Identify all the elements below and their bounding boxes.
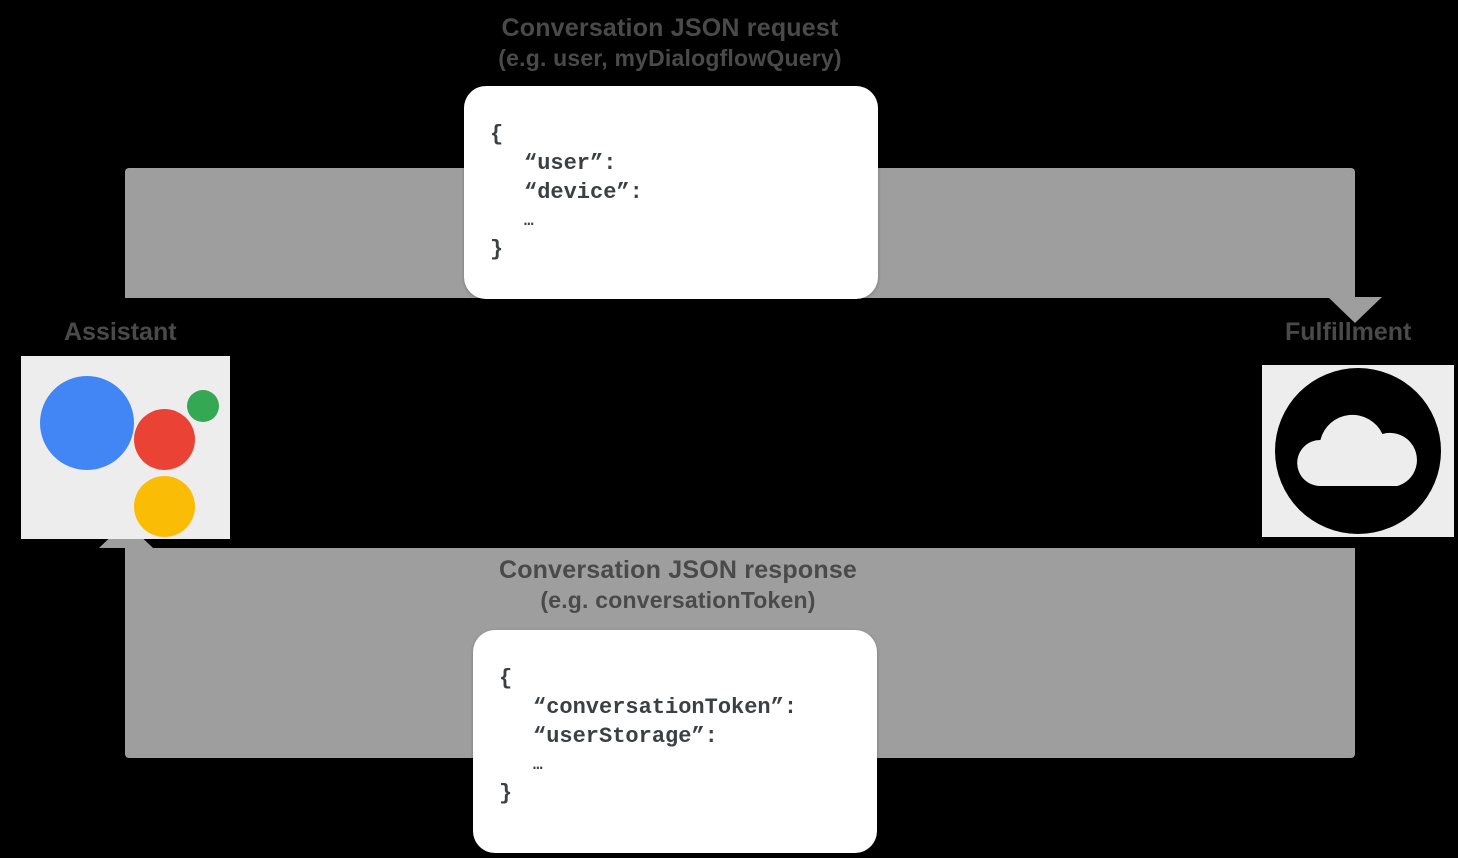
json-line: “userStorage”: xyxy=(533,724,718,749)
google-assistant-logo-icon xyxy=(21,356,230,539)
assistant-yellow-dot-icon xyxy=(134,476,195,537)
cloud-icon xyxy=(1262,365,1454,537)
cloud-glyph-icon xyxy=(1275,368,1441,534)
json-line: “user”: xyxy=(524,151,617,176)
request-arrow-head-icon xyxy=(1328,297,1382,323)
assistant-red-dot-icon xyxy=(134,409,195,470)
response-flow-label: Conversation JSON response (e.g. convers… xyxy=(0,555,1356,615)
json-line: “device”: xyxy=(524,180,643,205)
json-line: … xyxy=(533,756,543,774)
json-line: … xyxy=(524,212,534,230)
response-label-line2: (e.g. conversationToken) xyxy=(540,587,816,613)
assistant-node-label: Assistant xyxy=(64,318,177,346)
request-json-bubble: { “user”: “device”: … } xyxy=(464,86,878,299)
request-flow-label: Conversation JSON request (e.g. user, my… xyxy=(0,13,1340,73)
json-line: “conversationToken”: xyxy=(533,695,798,720)
response-label-line1: Conversation JSON response xyxy=(498,556,858,584)
request-label-line1: Conversation JSON request xyxy=(501,14,839,42)
json-line: } xyxy=(499,781,513,806)
fulfillment-node-label: Fulfillment xyxy=(1285,318,1412,346)
json-line: { xyxy=(499,666,513,691)
request-label-line2: (e.g. user, myDialogflowQuery) xyxy=(498,45,842,71)
assistant-green-dot-icon xyxy=(187,390,219,422)
response-json-bubble: { “conversationToken”: “userStorage”: … … xyxy=(473,630,877,853)
assistant-blue-dot-icon xyxy=(40,376,134,470)
json-line: } xyxy=(490,237,504,262)
json-line: { xyxy=(490,122,504,147)
